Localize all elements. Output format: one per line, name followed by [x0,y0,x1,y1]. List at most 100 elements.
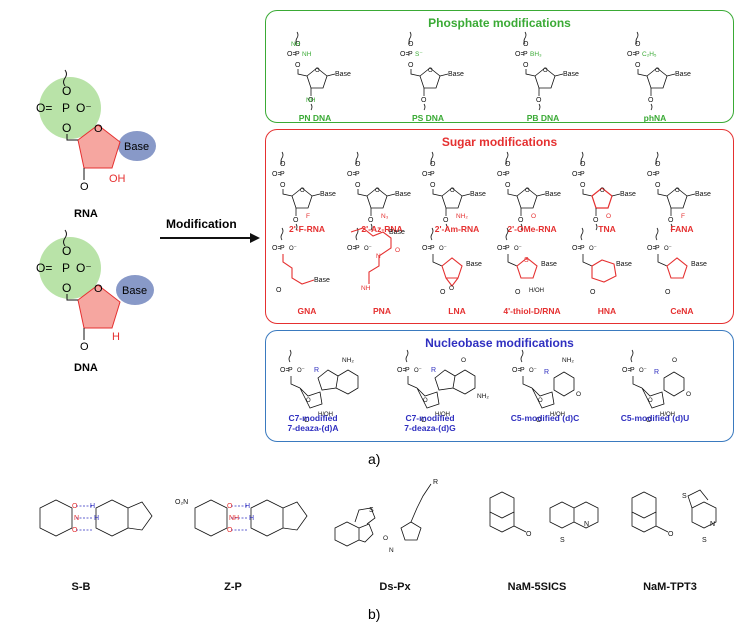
o-top: O [580,161,586,168]
r-group: R [431,367,436,374]
o-bottom: O [580,182,586,189]
p-atom: P [635,51,640,58]
o-minus: O⁻ [76,261,92,275]
o-minus: O⁻ [364,246,372,252]
r-group: R [314,367,319,374]
o-methoxy: O [668,531,674,538]
o-minus: O⁻ [529,368,537,374]
o-double: O= [272,245,282,252]
base-text: Base [466,261,482,268]
sugar-item-label-12: CeNA [670,306,694,316]
s-atom-ring: S [682,493,687,500]
o-bottom: O [655,182,661,189]
sugar-item-label-9: LNA [448,306,466,316]
oh-text: OH [109,173,126,185]
base-text: Base [541,261,557,268]
nh-atom: NH [361,285,371,292]
rna-label: RNA [74,208,98,220]
base-pair-4: ONS [489,491,599,544]
o-top: O [430,161,436,168]
n-atom: N [710,521,715,528]
ring-o: O [428,68,433,74]
o-3prime: O [421,417,427,424]
p-atom: P [580,171,585,178]
phosphate-panel: Phosphate modifications [265,10,734,123]
o-3prime: O [648,97,654,104]
o-3prime: O [515,289,521,296]
o-minus: O⁻ [514,246,522,252]
o-double: O= [347,171,357,178]
phosphate-item-label-4: phNA [643,113,667,123]
base-pair-label-2: Z-P [224,581,242,593]
p-atom: P [655,245,660,252]
o-3prime: O [443,217,449,224]
base-pair-label-1: S-B [71,581,91,593]
o-carbonyl: O [395,247,400,254]
o-3prime: O [668,217,674,224]
o-top: O [62,244,71,258]
caption-a: a) [368,451,381,467]
nucleobase-item-label-2: C7-modified 7-deaza-(d)G [404,413,456,433]
r-group: R [654,369,659,376]
sugar-item-label-5: TNA [598,224,616,234]
lna-bridge-o: O [449,285,454,292]
o-top: O [523,41,529,48]
s-atom: S [560,537,565,544]
phosphate-highlight [39,237,101,299]
ring-o: O [538,398,543,404]
p-atom: P [62,101,70,115]
nucleobase-item-label-1: C7-modified 7-deaza-(d)A [287,413,339,433]
o-bottom: O [62,281,71,295]
base-pair-label-3: Ds-Px [379,581,411,593]
p-atom: P [280,245,285,252]
base-text: Base [389,229,405,236]
o-double: O= [422,171,432,178]
sugar-item-label-8: PNA [373,306,391,316]
sugar-item-label-6: FANA [670,224,694,234]
h-atom: H [249,515,254,522]
o-3prime: O [276,287,282,294]
p-atom: P [295,51,300,58]
o-3prime: O [665,289,671,296]
o-double: O= [515,51,525,58]
o-atom: O [227,503,233,510]
h-atom: H [90,503,95,510]
o-double: O= [497,171,507,178]
sugar-substituent: NH₂ [456,213,468,220]
o-3prime: O [80,341,89,353]
p-atom: P [408,51,413,58]
o-3prime: O [304,417,310,424]
nh2-group: NH₂ [477,393,489,400]
p-atom: P [405,367,410,374]
o-minus: O⁻ [76,101,92,115]
n-atom: N [584,521,589,528]
n-atom: N [74,515,79,522]
o-carbonyl: O [576,391,581,398]
o-3prime: O [646,417,652,424]
h-oh: H/OH [550,412,565,418]
o-double: O= [647,245,657,252]
p-atom: P [505,171,510,178]
caption-b: b) [368,606,381,622]
o-3prime: O [80,181,89,193]
h-oh: H/OH [435,412,450,418]
o-minus: O⁻ [289,246,297,252]
exocyclic-group: NH₂ [342,357,354,364]
ring-o: O [450,188,455,194]
o-atom: O [383,535,388,542]
p-atom: P [430,245,435,252]
base-text: Base [695,191,711,198]
sugar-substituent: F [306,213,310,220]
sugar-substituent: N₃ [381,213,389,220]
o-double: O= [572,171,582,178]
sugar-panel-title: Sugar modifications [441,135,558,149]
